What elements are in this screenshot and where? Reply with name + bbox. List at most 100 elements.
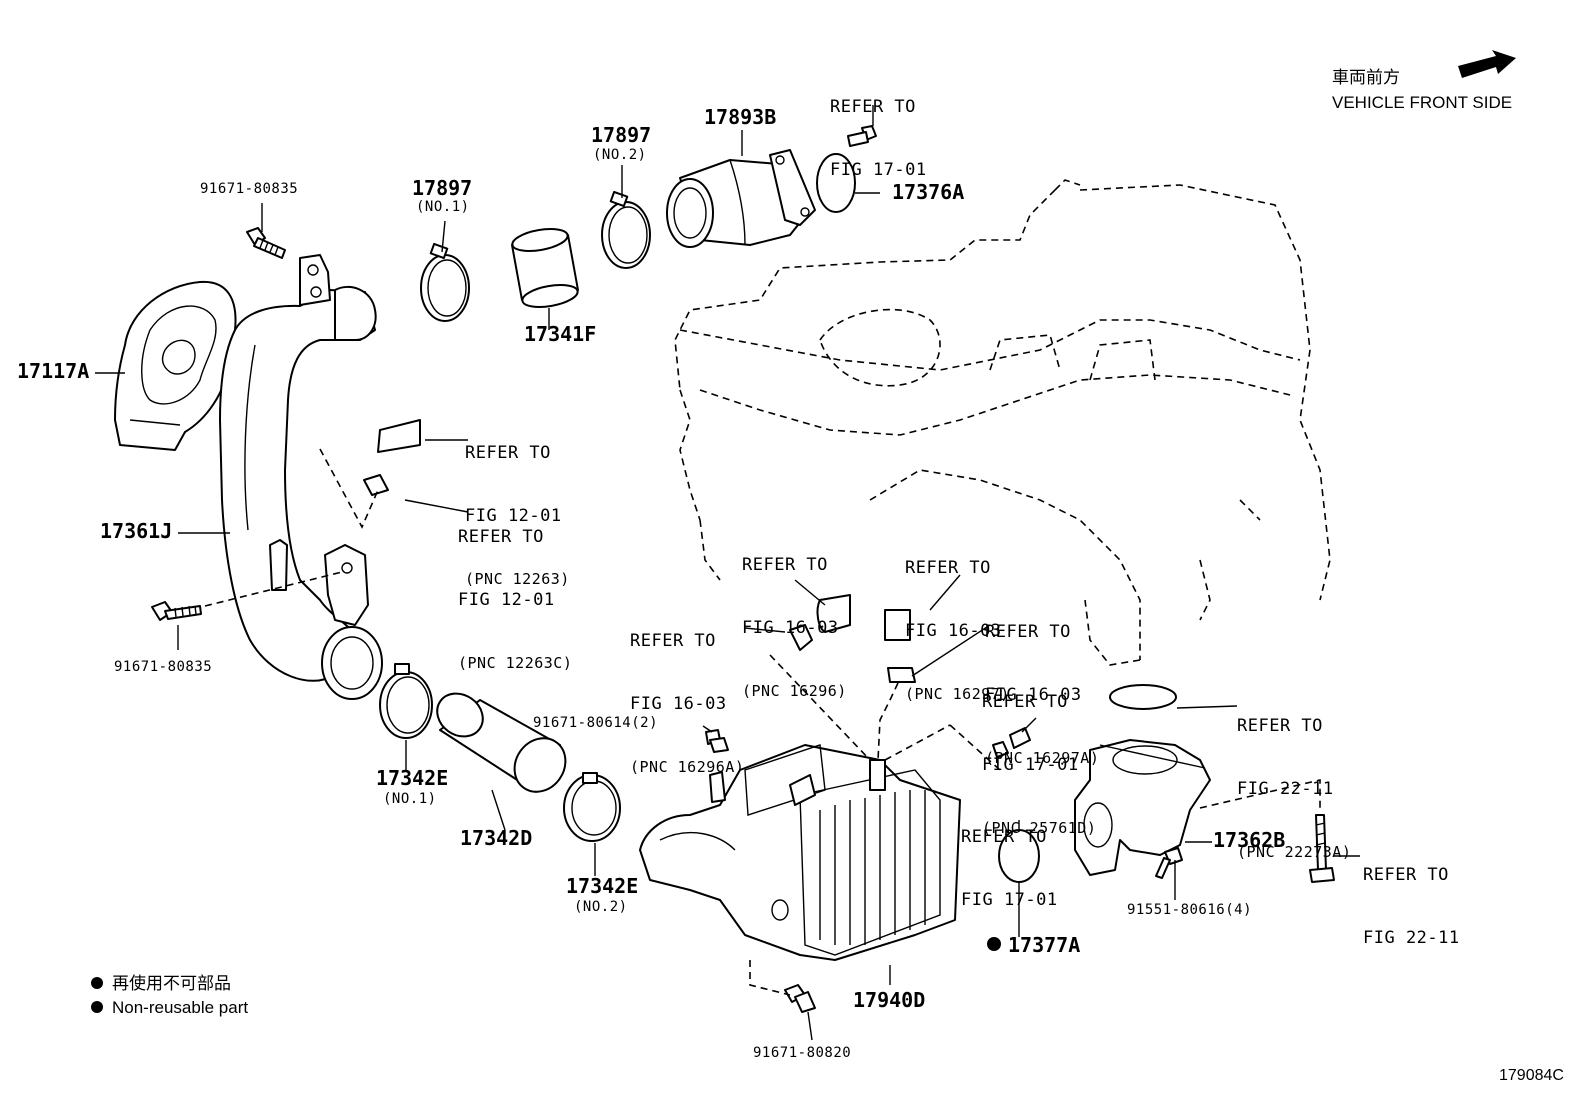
arrow-right-icon	[1458, 50, 1516, 78]
gasket-pnc-22273A	[1109, 684, 1177, 710]
legend-non-reusable-en: Non-reusable part	[112, 998, 249, 1017]
bolt-91551-80616	[1155, 847, 1183, 879]
refer-line2: FIG 16-03	[985, 685, 1082, 705]
refer-fig-17-01-low[interactable]: REFER TO FIG 17-01	[961, 785, 1058, 953]
refer-line2: FIG 12-01	[458, 590, 555, 610]
part-label-91671-80835-bottom[interactable]: 91671-80835	[114, 659, 213, 675]
part-label-17342D[interactable]: 17342D	[460, 826, 533, 850]
bolt-91671-80614	[705, 729, 729, 753]
refer-line1: REFER TO	[1237, 716, 1323, 736]
vehicle-front-label-jp: 車両前方	[1332, 68, 1400, 87]
refer-pnc: (PNC 16297)	[905, 685, 1010, 703]
refer-line1: REFER TO	[985, 622, 1071, 642]
refer-pnc: (PNC 12263)	[465, 570, 570, 588]
figure-id: 179084C	[1499, 1067, 1564, 1084]
refer-fig-16-03-b[interactable]: REFER TO FIG 16-03 (PNC 16297)	[905, 516, 1010, 747]
hose-17341F	[511, 228, 579, 308]
filled-dot-icon	[987, 937, 1001, 951]
refer-line2: FIG 17-01	[830, 160, 927, 180]
part-sub-17897-no2: (NO.2)	[593, 147, 647, 163]
leader-lines	[95, 105, 1360, 1041]
stud-bolt-refer-22-11	[1309, 814, 1335, 883]
refer-line1: REFER TO	[458, 527, 544, 547]
refer-fig-17-01-top[interactable]: REFER TO FIG 17-01	[830, 55, 927, 223]
part-label-17377A[interactable]: 17377A	[1008, 933, 1081, 957]
air-inlet-17893B	[666, 149, 816, 248]
refer-pnc: (PNC 25761D)	[982, 819, 1097, 837]
refer-fig-12-01-b[interactable]: REFER TO FIG 12-01 (PNC 12263C)	[458, 485, 572, 716]
refer-pnc: (PNC 22273A)	[1237, 843, 1352, 861]
part-label-17342E-no1[interactable]: 17342E	[376, 766, 449, 790]
refer-fig-22-11-pnc[interactable]: REFER TO FIG 22-11 (PNC 22273A)	[1237, 674, 1351, 905]
bolt-refer-17-01-low	[992, 741, 1009, 758]
bolt-refer-17-01	[847, 125, 877, 147]
hose-clip-pnc-12263C	[363, 474, 389, 496]
part-label-91551-80616[interactable]: 91551-80616(4)	[1127, 902, 1253, 918]
part-label-17897-no2[interactable]: 17897	[591, 123, 652, 147]
bolt-91671-80820	[784, 984, 816, 1013]
engine-outline	[674, 179, 1331, 666]
hose-pnc-16297	[884, 609, 911, 641]
part-label-17893B[interactable]: 17893B	[704, 105, 777, 129]
refer-line1: REFER TO	[982, 692, 1068, 712]
refer-line2: FIG 12-01	[465, 506, 562, 526]
part-label-17342E-no2[interactable]: 17342E	[566, 874, 639, 898]
refer-line2: FIG 16-03	[742, 618, 839, 638]
filled-dot-icon	[91, 1001, 103, 1013]
refer-line1: REFER TO	[465, 443, 551, 463]
clamp-17342E-no1	[379, 663, 433, 739]
part-sub-17897-no1: (NO.1)	[416, 199, 470, 215]
part-label-17362B[interactable]: 17362B	[1213, 828, 1286, 852]
housing-17362B	[1074, 739, 1211, 876]
refer-fig-16-03-d[interactable]: REFER TO FIG 16-03 (PNC 16297A)	[985, 580, 1099, 811]
refer-line2: FIG 16-03	[905, 621, 1002, 641]
refer-fig-16-03-c[interactable]: REFER TO FIG 16-03 (PNC 16296A)	[630, 589, 744, 820]
intercooler-17940D	[639, 744, 961, 961]
legend-non-reusable-jp: 再使用不可部品	[112, 974, 231, 993]
refer-pnc: (PNC 16297A)	[985, 749, 1100, 767]
refer-line1: REFER TO	[742, 555, 828, 575]
intake-pipe-17361J	[219, 254, 383, 700]
refer-fig-22-11-low[interactable]: REFER TO FIG 22-11	[1363, 823, 1460, 991]
refer-line2: FIG 17-01	[961, 890, 1058, 910]
refer-fig-12-01-a[interactable]: REFER TO FIG 12-01 (PNC 12263)	[465, 401, 570, 632]
part-label-91671-80835-top[interactable]: 91671-80835	[200, 181, 299, 197]
refer-line2: FIG 22-11	[1237, 779, 1334, 799]
bolt-91671-80835-top	[246, 227, 286, 259]
clip-pnc-16297A	[887, 667, 916, 683]
refer-line1: REFER TO	[830, 97, 916, 117]
hose-pnc-25761D	[1009, 727, 1031, 749]
refer-line1: REFER TO	[1363, 865, 1449, 885]
part-label-91671-80614[interactable]: 91671-80614(2)	[533, 715, 659, 731]
refer-pnc: (PNC 12263C)	[458, 654, 573, 672]
gasket-17376A	[816, 153, 856, 213]
refer-line2: FIG 17-01	[982, 755, 1079, 775]
part-sub-17342E-no2: (NO.2)	[574, 899, 628, 915]
part-label-17376A[interactable]: 17376A	[892, 180, 965, 204]
filled-dot-icon	[91, 977, 103, 989]
refer-line1: REFER TO	[905, 558, 991, 578]
refer-fig-16-03-a[interactable]: REFER TO FIG 16-03 (PNC 16296)	[742, 513, 847, 744]
part-label-17361J[interactable]: 17361J	[100, 519, 173, 543]
vehicle-front-label-en: VEHICLE FRONT SIDE	[1332, 93, 1513, 112]
refer-line1: REFER TO	[630, 631, 716, 651]
refer-line1: REFER TO	[961, 827, 1047, 847]
guide-lines	[204, 448, 1321, 996]
part-label-91671-80820[interactable]: 91671-80820	[753, 1045, 852, 1061]
clip-pnc-16296A	[789, 624, 813, 651]
refer-pnc: (PNC 16296)	[742, 682, 847, 700]
refer-line2: FIG 16-03	[630, 694, 727, 714]
bolt-91671-80835-bottom	[151, 601, 202, 621]
part-label-17897-no1[interactable]: 17897	[412, 176, 473, 200]
part-label-17940D[interactable]: 17940D	[853, 988, 926, 1012]
part-label-17117A[interactable]: 17117A	[17, 359, 90, 383]
heat-insulator-17117A	[114, 280, 237, 451]
clamp-17897-no1	[420, 242, 470, 322]
hose-pnc-12263	[377, 419, 421, 453]
part-label-17341F[interactable]: 17341F	[524, 322, 597, 346]
refer-fig-17-01-pnc[interactable]: REFER TO FIG 17-01 (PNC 25761D)	[982, 650, 1096, 881]
hose-pnc-16296	[816, 594, 851, 633]
refer-line2: FIG 22-11	[1363, 928, 1460, 948]
